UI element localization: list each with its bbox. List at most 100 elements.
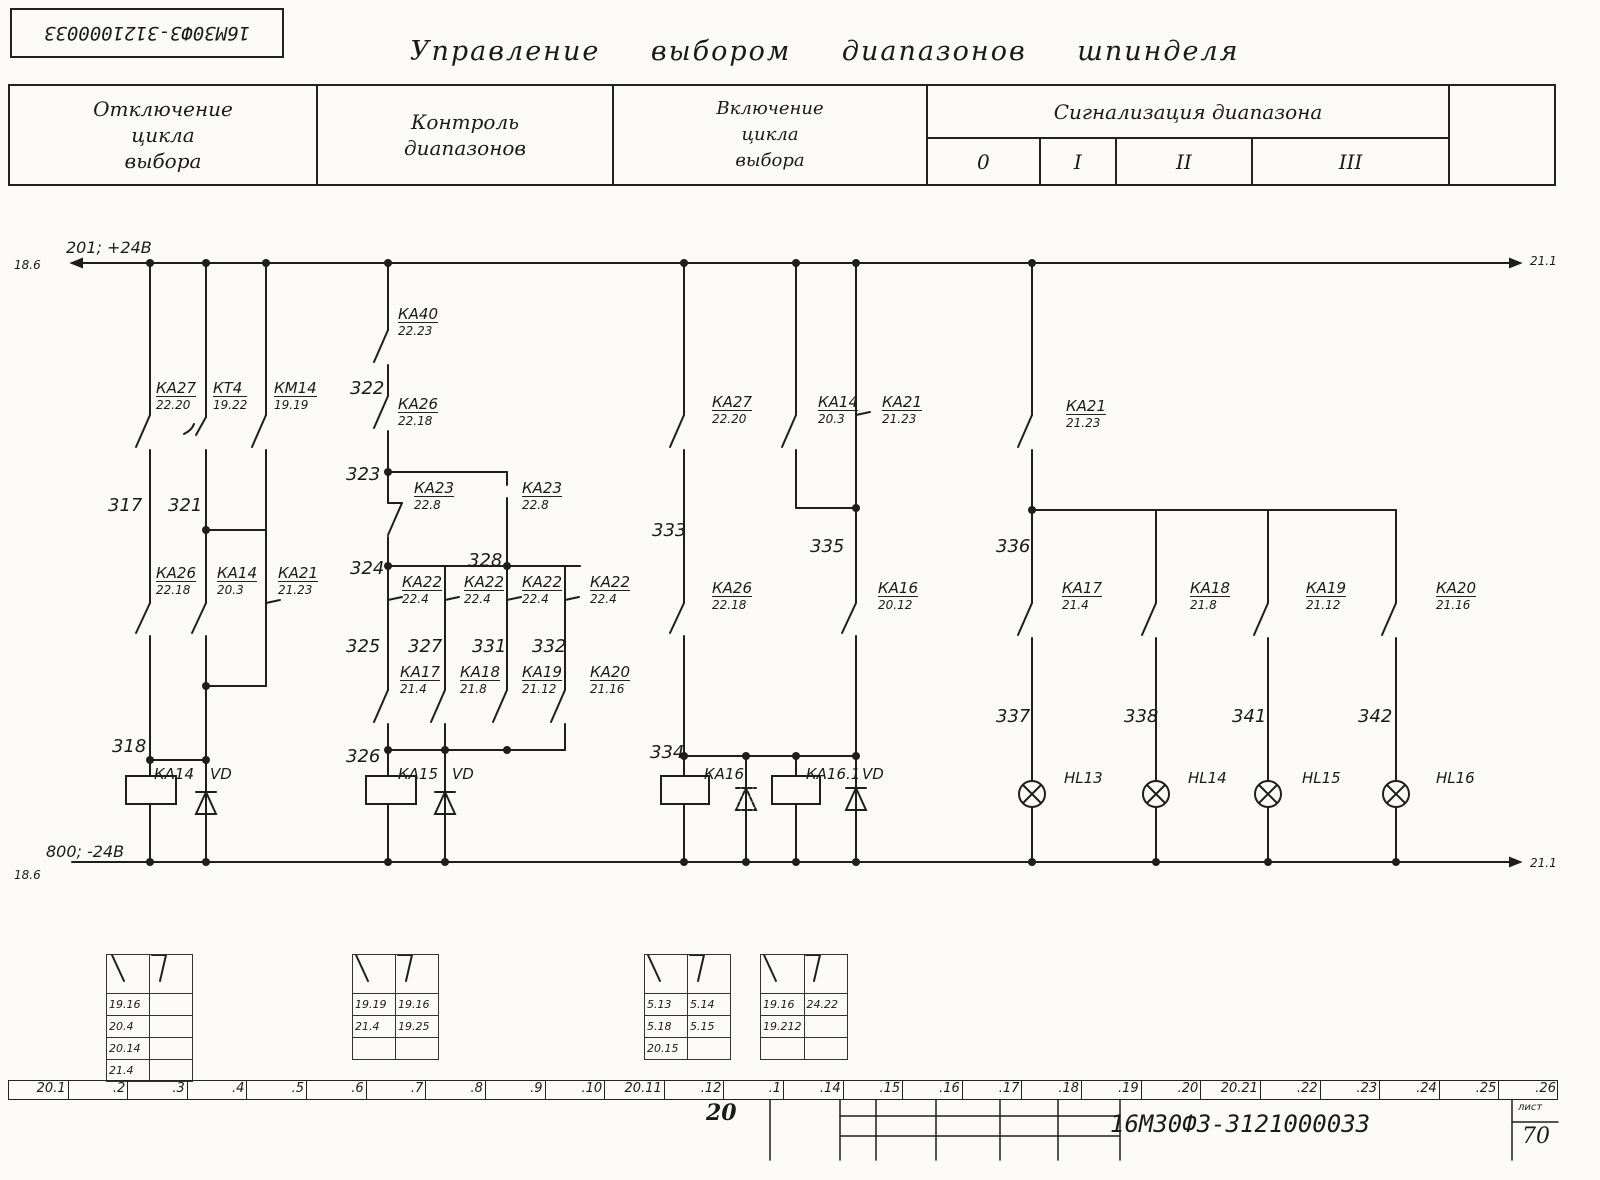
strip-divider [723, 1080, 725, 1100]
range-1: I [1038, 137, 1117, 186]
strip-divider [1379, 1080, 1381, 1100]
diode-3 [734, 785, 758, 811]
header-col-empty [1448, 84, 1556, 186]
strip-cell: .3 [172, 1081, 185, 1096]
strip-divider [1319, 1080, 1321, 1100]
coil-ka14 [125, 775, 177, 805]
lamp-hl15 [1254, 780, 1282, 808]
wire-number: 336 [996, 536, 1031, 557]
header-col-range-signal: Сигнализация диапазона [926, 83, 1450, 140]
wire-number: 331 [472, 636, 507, 657]
coil-label: КА16.1 [806, 765, 861, 783]
strip-divider [663, 1080, 665, 1100]
lamp-label: HL14 [1188, 769, 1227, 787]
bus-top-right-ref: 21.1 [1530, 254, 1557, 268]
strip-cell: .17 [998, 1081, 1020, 1096]
wire-number: 322 [350, 378, 385, 399]
strip-cell: .1 [768, 1081, 781, 1096]
coil-ka16 [660, 775, 710, 805]
strip-divider [961, 1080, 963, 1100]
lamp-label: HL13 [1064, 769, 1103, 787]
wire-number: 326 [346, 746, 381, 767]
strip-cell: 20.21 [1220, 1081, 1258, 1096]
strip-divider [1259, 1080, 1261, 1100]
strip-divider [484, 1080, 486, 1100]
title-block [769, 1099, 1559, 1161]
lamp-hl16 [1382, 780, 1410, 808]
strip-cell: .14 [819, 1081, 841, 1096]
coil-label: КА14 [154, 765, 194, 783]
diode-label: VD [210, 765, 232, 783]
coil-ka16-1 [771, 775, 821, 805]
footer-doc-code: 16М30Ф3-3121000033 [1110, 1110, 1371, 1138]
wire-number: 338 [1124, 706, 1159, 727]
strip-divider [425, 1080, 427, 1100]
wire-number: 334 [650, 742, 685, 763]
strip-cell: .26 [1535, 1081, 1556, 1096]
strip-cell: .18 [1058, 1081, 1080, 1096]
strip-cell: .19 [1117, 1081, 1139, 1096]
contact-table-ka14: 19.16 20.4 20.14 21.4 [106, 954, 193, 1082]
strip-cell: 20.1 [36, 1081, 66, 1096]
strip-divider [1438, 1080, 1440, 1100]
strip-divider [127, 1080, 129, 1100]
section-range-signal [1017, 262, 1410, 863]
range-2: II [1114, 137, 1254, 186]
coil-label: КА16 [704, 765, 744, 783]
range-3: III [1251, 137, 1450, 186]
section-enable-cycle [660, 262, 871, 863]
strip-divider [306, 1080, 308, 1100]
sheet-number: 20 [706, 1100, 737, 1126]
diode-2 [433, 789, 457, 815]
strip-divider [186, 1080, 188, 1100]
lamp-label: HL15 [1302, 769, 1341, 787]
strip-divider [1140, 1080, 1142, 1100]
lamp-hl14 [1142, 780, 1170, 808]
bus-top-label: 201; +24В [66, 238, 152, 257]
strip-divider [842, 1080, 844, 1100]
strip-cell: .20 [1177, 1081, 1199, 1096]
strip-cell: .10 [581, 1081, 603, 1096]
strip-cell: .6 [351, 1081, 364, 1096]
diode-label: VD [452, 765, 474, 783]
wire-number: 321 [168, 495, 203, 516]
range-0: 0 [926, 137, 1041, 186]
strip-cell: .25 [1475, 1081, 1497, 1096]
strip-cell: .22 [1296, 1081, 1318, 1096]
section-disable-cycle [125, 262, 281, 863]
strip-cell: .5 [291, 1081, 305, 1096]
strip-cell: .23 [1356, 1081, 1378, 1096]
coil-ka15 [365, 775, 417, 805]
bus-bottom-label: 800; -24В [46, 842, 125, 861]
wire-number: 324 [350, 558, 385, 579]
wire-number: 332 [532, 636, 567, 657]
strip-cell: .8 [470, 1081, 483, 1096]
end-number: 70 [1522, 1124, 1550, 1149]
strip-cell: .2 [112, 1081, 126, 1096]
strip-cell: .15 [879, 1081, 901, 1096]
